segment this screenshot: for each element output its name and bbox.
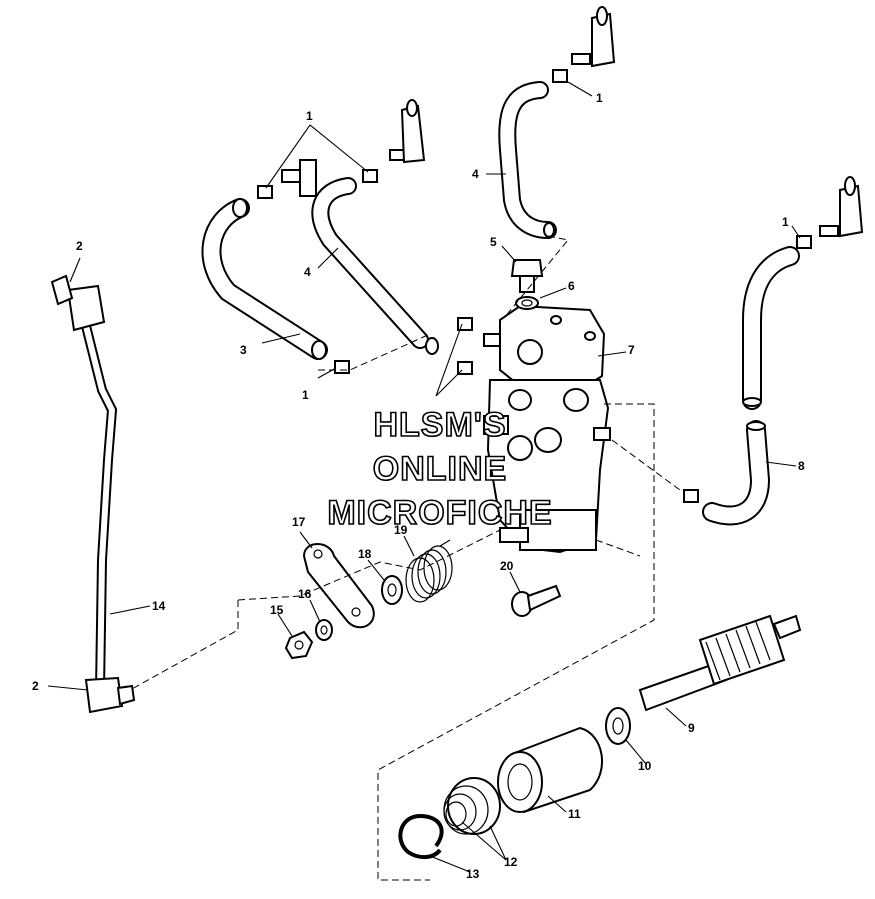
bolt-5 [510, 259, 544, 310]
seal-12 [443, 777, 501, 835]
callout-8: 8 [798, 459, 805, 473]
callout-12: 12 [504, 855, 518, 869]
callout-9: 9 [688, 721, 695, 735]
callout-5: 5 [490, 235, 497, 249]
washer-16 [315, 619, 333, 641]
rod-14 [50, 274, 136, 714]
snap-ring-13 [398, 813, 444, 859]
callout-20: 20 [500, 559, 514, 573]
hose-4-left [311, 177, 439, 355]
callout-3: 3 [240, 343, 247, 357]
callout-4-left: 4 [304, 265, 311, 279]
callout-16: 16 [298, 587, 312, 601]
callout-17: 17 [292, 515, 306, 529]
callouts: 1 1 1 1 2 2 3 4 4 5 6 7 8 9 10 11 12 13 … [32, 91, 805, 881]
callout-1-top-right: 1 [596, 91, 603, 105]
sleeve-11 [497, 726, 604, 814]
watermark-line-3: MICROFICHE [327, 494, 552, 532]
callout-7: 7 [628, 343, 635, 357]
callout-2-bottom: 2 [32, 679, 39, 693]
leader-lines [47, 81, 801, 873]
callout-13: 13 [466, 867, 480, 881]
washer-18 [381, 575, 403, 605]
screw-20 [511, 584, 562, 617]
watermark-line-1: HLSM'S [373, 406, 506, 444]
callout-10: 10 [638, 759, 652, 773]
lever-17 [302, 543, 375, 629]
fittings [281, 6, 864, 238]
callout-1-top-left: 1 [306, 109, 313, 123]
assembly-lines [129, 235, 681, 881]
washer-10 [605, 707, 631, 745]
spring-19 [405, 539, 453, 603]
watermark-line-2: ONLINE [373, 450, 507, 488]
callout-11: 11 [568, 807, 581, 821]
hose-4-top [498, 81, 557, 239]
hose-3 [201, 198, 328, 360]
callout-15: 15 [270, 603, 284, 617]
nut-15 [284, 630, 314, 660]
callout-1-right: 1 [782, 215, 789, 229]
callout-19: 19 [394, 523, 408, 537]
hose-8 [702, 246, 800, 526]
watermark: HLSM'S ONLINE MICROFICHE [327, 405, 553, 533]
callout-6: 6 [568, 279, 575, 293]
callout-18: 18 [358, 547, 372, 561]
callout-14: 14 [152, 599, 166, 613]
callout-1-lower-left: 1 [302, 388, 309, 402]
shaft-9 [638, 614, 802, 712]
hose-clamps [257, 69, 812, 503]
callout-2-top: 2 [76, 239, 83, 253]
valve-body-7 [483, 304, 611, 554]
callout-4-top: 4 [472, 167, 479, 181]
